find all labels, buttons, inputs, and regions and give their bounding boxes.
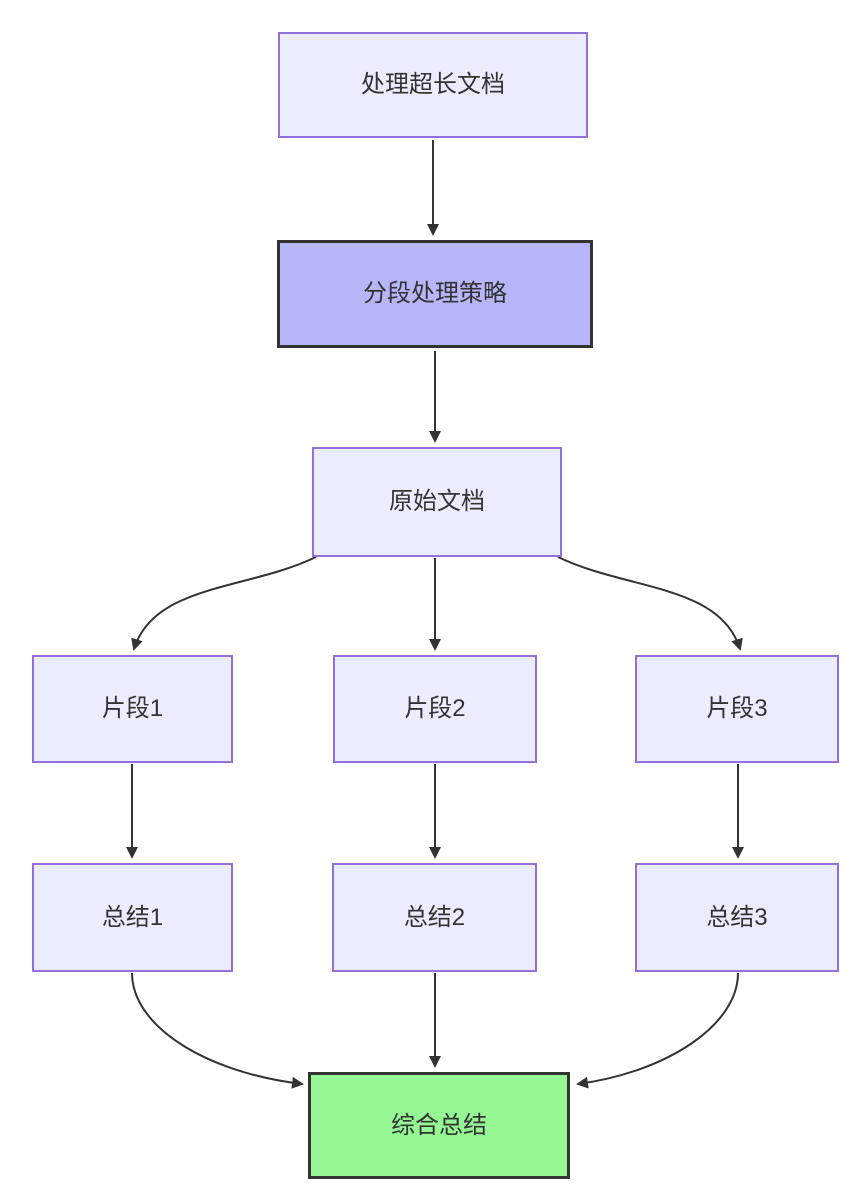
node-summary-2: 总结2: [332, 863, 537, 972]
node-label: 原始文档: [389, 488, 485, 516]
edge-e3-to-f: [576, 972, 739, 1089]
node-summary-3: 总结3: [635, 863, 839, 972]
node-fragment-3: 片段3: [635, 655, 839, 763]
edge-c-to-d1: [131, 556, 317, 651]
node-label: 分段处理策略: [363, 280, 507, 308]
node-label: 综合总结: [391, 1111, 487, 1139]
node-original-document: 原始文档: [312, 447, 562, 557]
node-fragment-2: 片段2: [333, 655, 537, 763]
node-segmentation-strategy: 分段处理策略: [277, 240, 593, 348]
node-label: 处理超长文档: [361, 71, 505, 99]
node-combined-summary: 综合总结: [308, 1072, 570, 1179]
node-label: 片段2: [404, 695, 466, 723]
node-label: 总结3: [706, 903, 768, 931]
node-process-long-document: 处理超长文档: [278, 32, 588, 138]
node-label: 总结1: [101, 903, 164, 931]
edge-c-to-d3: [557, 556, 743, 651]
node-fragment-1: 片段1: [32, 655, 233, 763]
node-label: 总结2: [403, 903, 466, 931]
node-label: 片段1: [101, 695, 164, 723]
node-label: 片段3: [706, 695, 768, 723]
edge-e1-to-f: [131, 972, 304, 1089]
node-summary-1: 总结1: [32, 863, 233, 972]
